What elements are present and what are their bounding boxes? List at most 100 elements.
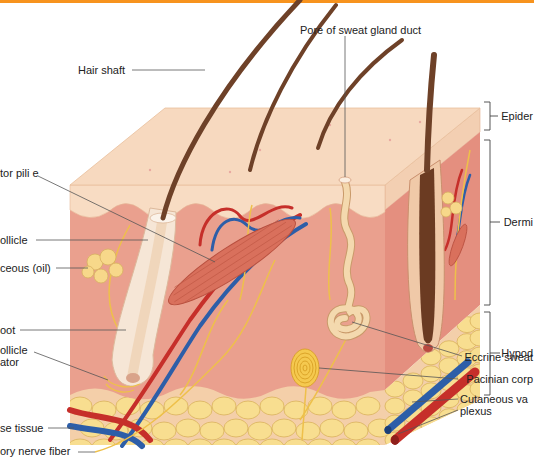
plexus-vein <box>388 362 468 430</box>
surface-dot <box>259 149 261 151</box>
part-label: Hair shaft <box>78 64 125 76</box>
gland-lobe <box>100 249 116 265</box>
hair-shaft <box>163 0 300 218</box>
leader-line <box>56 268 88 269</box>
part-label: se tissue <box>0 422 43 434</box>
fat-globule <box>308 439 332 455</box>
fat-globule <box>356 397 380 415</box>
fat-globule <box>421 366 441 382</box>
sebaceous-gland <box>441 192 462 217</box>
hair-root <box>419 168 435 344</box>
fat-globule <box>212 397 236 415</box>
muscle-striation <box>168 215 295 306</box>
fat-globule <box>164 439 188 455</box>
hypodermis-front <box>70 386 385 445</box>
leader-line <box>398 410 458 434</box>
leader-line <box>412 399 458 402</box>
leader-lines <box>20 36 462 452</box>
top-border <box>0 0 534 3</box>
leader-line <box>352 322 462 356</box>
fat-globule <box>320 419 344 437</box>
arrector-pili-muscle <box>161 209 303 316</box>
nerve-fiber <box>302 388 306 440</box>
sweat-pore <box>339 177 351 183</box>
part-label: ory nerve fiber <box>0 445 70 457</box>
fat-globule <box>188 401 212 419</box>
fat-globule <box>68 439 92 455</box>
fat-globule <box>308 397 332 415</box>
fat-globule <box>260 439 284 455</box>
hair-shaft <box>427 55 434 170</box>
skin-surface <box>70 108 480 185</box>
hair-follicle <box>112 208 176 386</box>
surface-dot <box>229 171 231 173</box>
gland-duct <box>331 182 367 336</box>
corpuscle-ring <box>303 365 307 371</box>
vessel-end <box>391 435 399 445</box>
fat-globule <box>236 439 260 455</box>
muscle-body <box>161 209 303 316</box>
fat-globule <box>332 401 356 419</box>
nerve-fiber <box>329 208 332 300</box>
hair-shaft <box>318 40 402 148</box>
fat-globule <box>236 401 260 419</box>
sebaceous-gland <box>82 249 123 283</box>
sweat-gland <box>331 182 367 336</box>
fat-globule <box>385 381 405 397</box>
leader-line <box>36 240 148 241</box>
vessel-end <box>385 426 392 434</box>
pacinian-corpuscle <box>291 349 319 387</box>
leader-line <box>20 330 126 331</box>
epidermis-front <box>70 185 385 219</box>
fat-globule <box>212 439 236 455</box>
part-label: ceous (oil) <box>0 262 51 274</box>
part-label: Cutaneous va plexus <box>460 393 532 417</box>
hair-shafts <box>163 0 434 218</box>
fat-globule <box>470 330 490 346</box>
gland-lobe <box>441 207 451 217</box>
surface-dot <box>149 169 151 171</box>
leader-line <box>48 428 74 429</box>
part-label: ollicle ator <box>0 344 36 368</box>
fat-globule <box>332 439 356 455</box>
fat-globule <box>356 439 380 455</box>
part-label: oot <box>0 324 15 336</box>
fat-globule <box>248 422 272 440</box>
surface-dot <box>419 121 421 123</box>
fat-globule <box>284 439 308 455</box>
fat-globule <box>188 439 212 455</box>
fat-globule <box>164 397 188 415</box>
fat-globule <box>176 419 200 437</box>
corpuscle-ring <box>297 357 313 379</box>
fat-globule <box>200 422 224 440</box>
gland-lobe <box>450 202 462 214</box>
gland-outline <box>331 182 367 336</box>
fat-globule <box>296 422 320 440</box>
fat-globule <box>152 422 176 440</box>
nerve-fiber <box>455 150 470 300</box>
hair-root <box>132 222 162 378</box>
part-label: ollicle <box>0 234 28 246</box>
corpuscle-ring <box>291 349 319 387</box>
layer-label: Dermi <box>504 216 533 228</box>
gland-lobe <box>94 269 108 283</box>
leader-line <box>34 352 108 380</box>
leader-line <box>132 70 205 71</box>
bracket <box>484 102 498 130</box>
gland-lobe <box>442 192 454 204</box>
fat-globule <box>224 419 248 437</box>
leader-line <box>319 368 458 379</box>
hair-papilla <box>126 373 140 383</box>
part-label: Pacinian corp <box>466 373 533 385</box>
fat-globule <box>272 419 296 437</box>
fat-globule <box>385 398 405 414</box>
layer-label: Epider <box>501 110 533 122</box>
leader-line <box>38 176 215 262</box>
part-label: Eccrine sweat <box>465 351 533 363</box>
nerve-fibers <box>95 150 470 452</box>
artery <box>70 410 150 440</box>
corpuscle-ring <box>294 353 316 383</box>
fat-globule <box>470 313 490 329</box>
